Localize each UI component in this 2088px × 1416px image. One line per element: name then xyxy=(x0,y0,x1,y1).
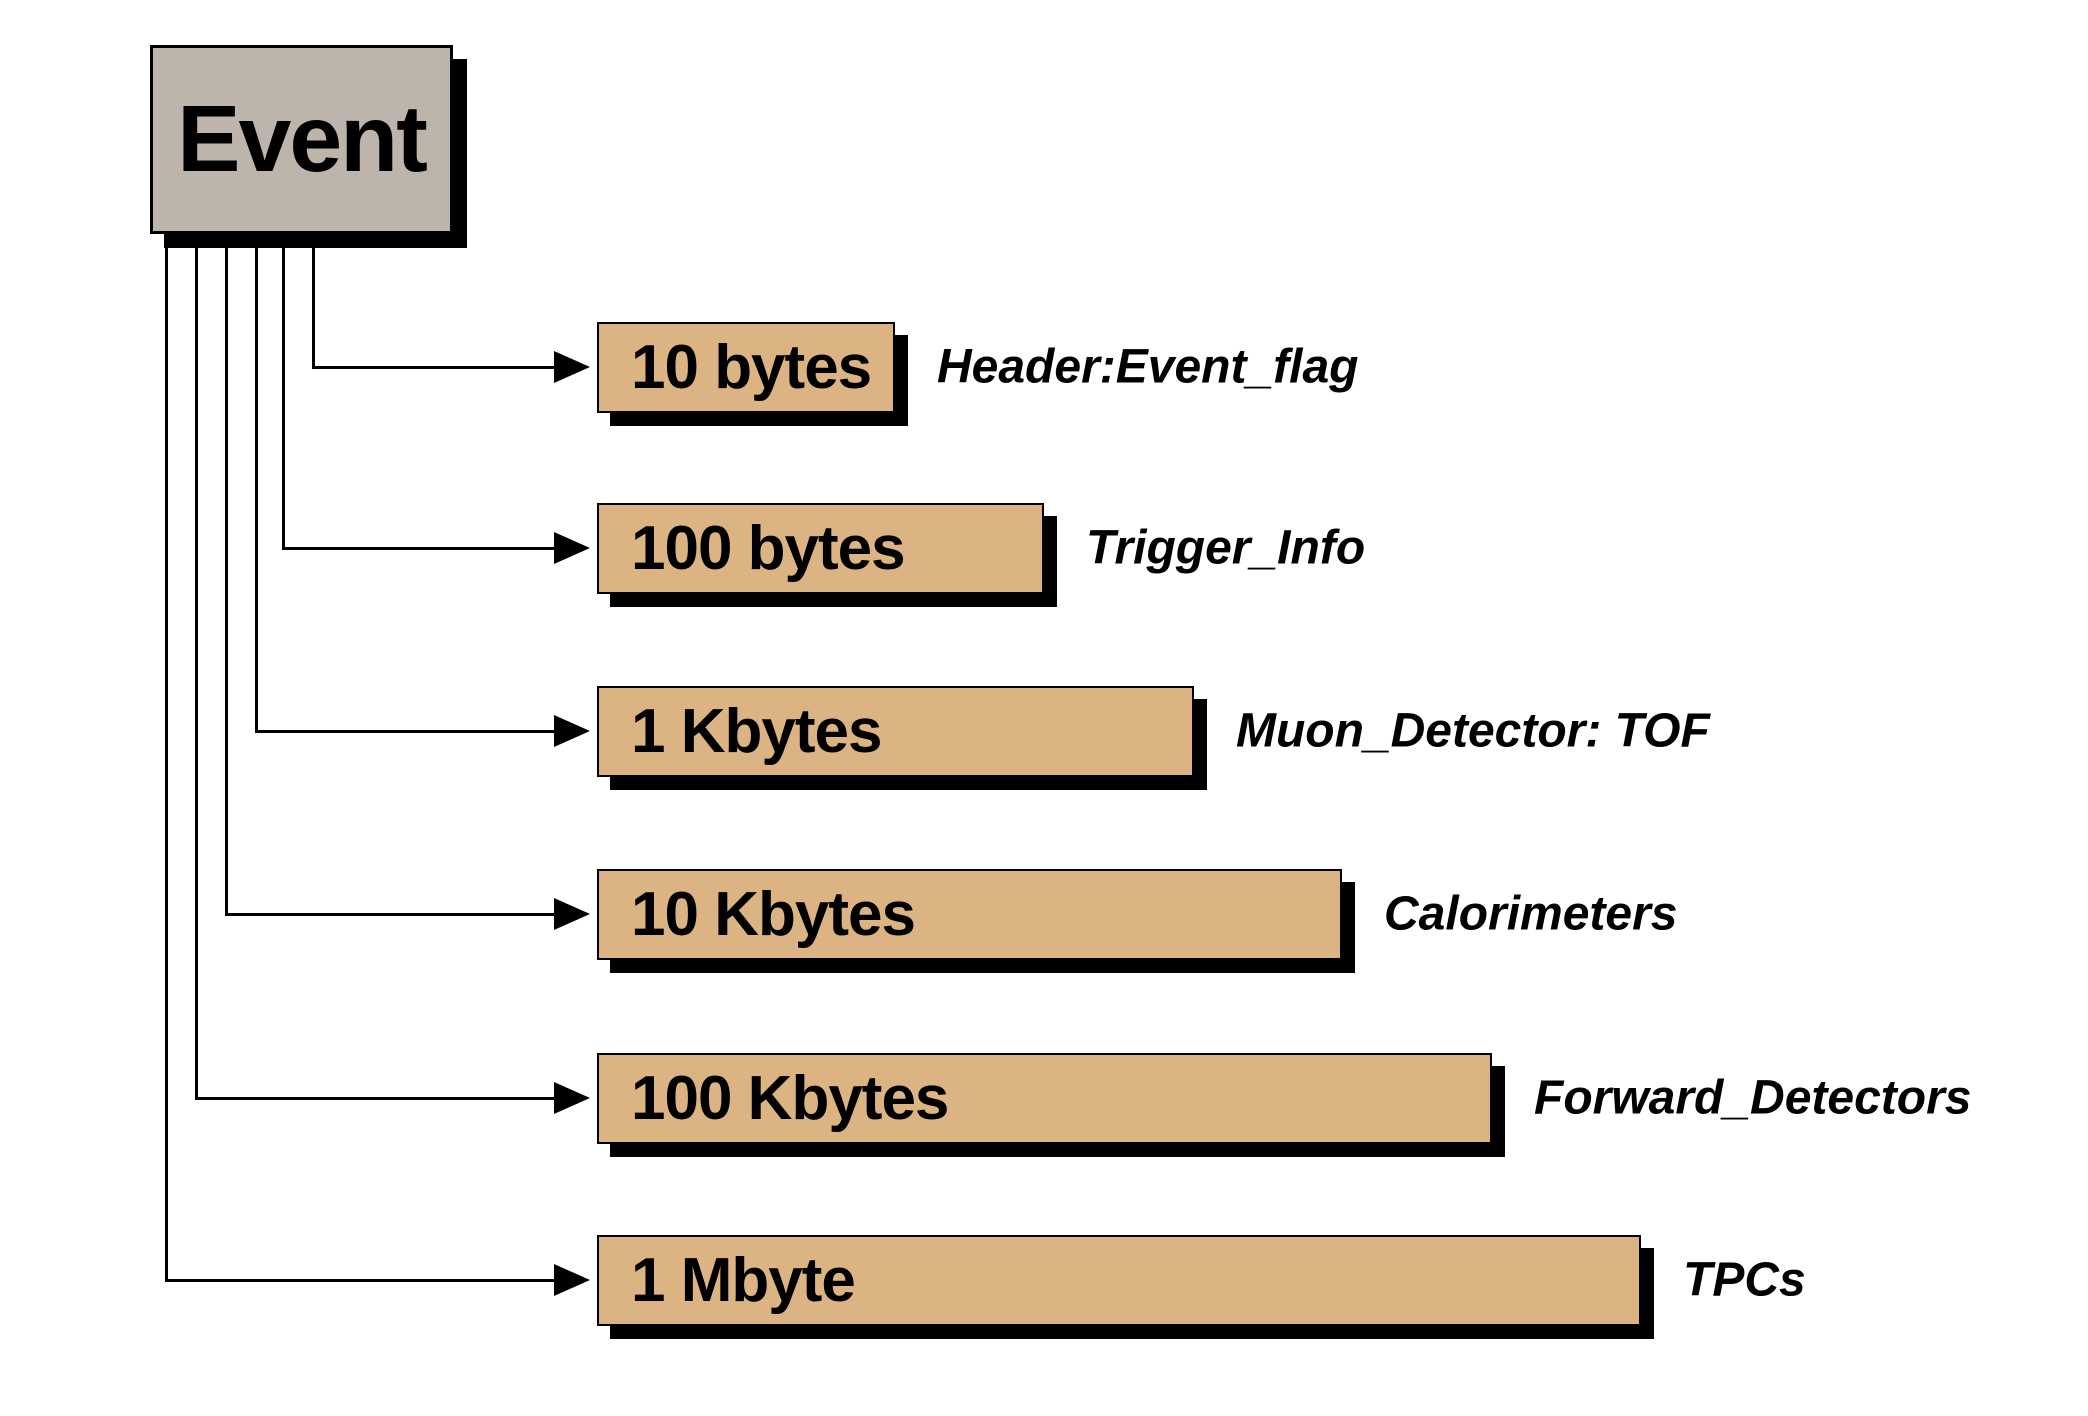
connector-horizontal-line xyxy=(282,546,558,550)
connector-vertical-line xyxy=(282,228,285,550)
connector-vertical-line xyxy=(165,228,168,1282)
size-bar: 100 bytes xyxy=(597,502,1044,594)
size-label: 100 Kbytes xyxy=(631,1063,949,1133)
detector-label: TPCs xyxy=(1683,1253,1806,1307)
size-bar: 1 Mbyte xyxy=(597,1234,1641,1326)
detector-label: Trigger_Info xyxy=(1086,521,1366,575)
arrowhead-icon xyxy=(554,715,590,747)
connector-horizontal-line xyxy=(312,365,558,369)
size-label: 1 Kbytes xyxy=(631,696,882,766)
connector-vertical-line xyxy=(195,228,198,1100)
detector-label: Muon_Detector: TOF xyxy=(1236,704,1710,758)
size-label: 1 Mbyte xyxy=(631,1245,856,1315)
size-label: 10 bytes xyxy=(631,332,872,402)
arrowhead-icon xyxy=(554,898,590,930)
event-box-title: Event xyxy=(177,86,428,192)
event-box: Event xyxy=(150,45,453,234)
connector-horizontal-line xyxy=(255,729,558,733)
arrowhead-icon xyxy=(554,351,590,383)
size-bar: 1 Kbytes xyxy=(597,685,1194,777)
size-label: 10 Kbytes xyxy=(631,879,916,949)
arrowhead-icon xyxy=(554,1264,590,1296)
size-label: 100 bytes xyxy=(631,513,906,583)
connector-horizontal-line xyxy=(225,912,558,916)
size-bar: 10 bytes xyxy=(597,321,895,413)
connector-horizontal-line xyxy=(195,1096,558,1100)
connector-vertical-line xyxy=(312,228,315,369)
connector-vertical-line xyxy=(225,228,228,916)
detector-label: Header:Event_flag xyxy=(937,340,1359,394)
arrowhead-icon xyxy=(554,1082,590,1114)
detector-label: Calorimeters xyxy=(1384,887,1678,941)
size-bar: 100 Kbytes xyxy=(597,1052,1492,1144)
arrowhead-icon xyxy=(554,532,590,564)
size-bar: 10 Kbytes xyxy=(597,868,1342,960)
connector-vertical-line xyxy=(255,228,258,733)
detector-label: Forward_Detectors xyxy=(1534,1071,1972,1125)
connector-horizontal-line xyxy=(165,1278,558,1282)
